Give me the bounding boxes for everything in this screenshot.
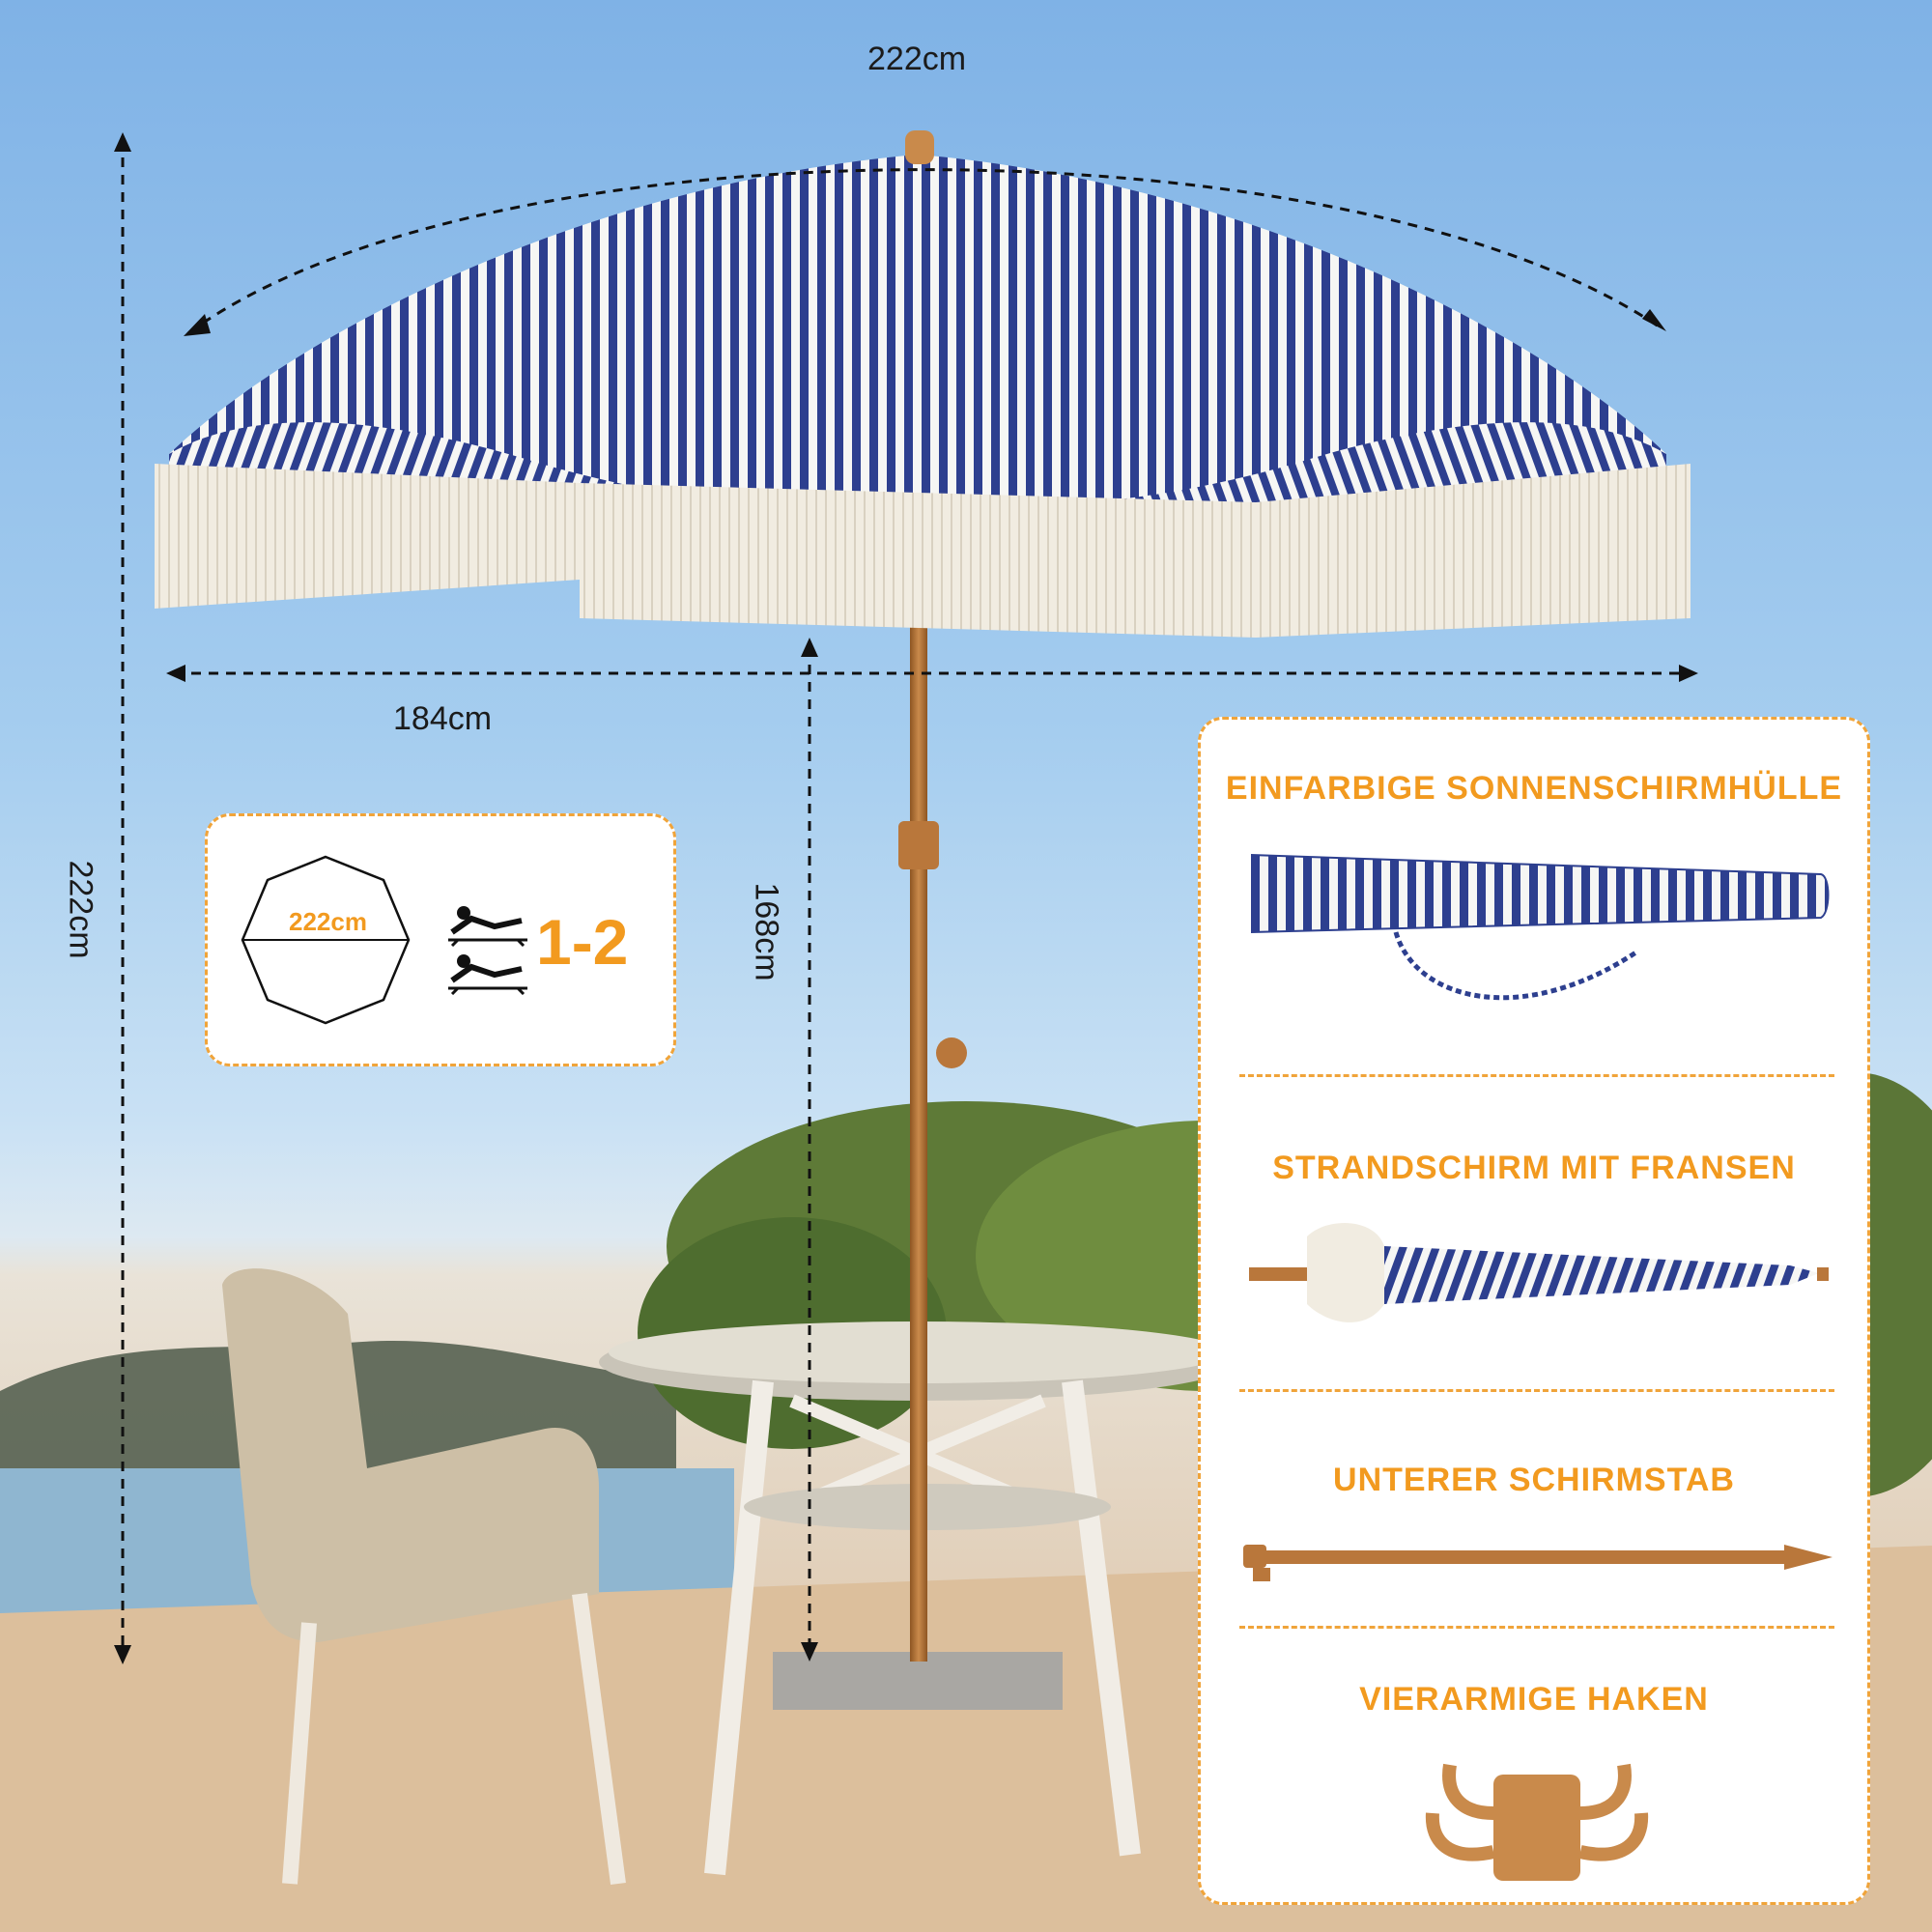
- lower-pole-image: [1243, 1545, 1833, 1581]
- section-title-fringe-umbrella: STRANDSCHIRM MIT FRANSEN: [1272, 1150, 1796, 1186]
- section-title-hooks: VIERARMIGE HAKEN: [1359, 1681, 1709, 1718]
- total-height-label: 222cm: [62, 860, 99, 959]
- section-divider: [1239, 1389, 1834, 1392]
- accessories-panel: EINFARBIGE SONNENSCHIRMHÜLLE STRANDSCHIR…: [1198, 717, 1870, 1905]
- sunbed-icon: [448, 954, 527, 995]
- canopy-arc-label: 222cm: [867, 41, 967, 77]
- capacity-label: 1-2: [536, 906, 629, 978]
- octagon-icon: [241, 855, 411, 1025]
- canopy-width-label: 184cm: [393, 700, 493, 737]
- section-divider: [1239, 1626, 1834, 1629]
- diameter-label: 222cm: [289, 907, 367, 936]
- sunbed-icon: [448, 906, 527, 947]
- folded-umbrella-image: [1249, 1223, 1829, 1322]
- section-title-cover: EINFARBIGE SONNENSCHIRMHÜLLE: [1225, 770, 1843, 807]
- four-arm-hook-image: [1425, 1763, 1649, 1881]
- pole-height-label: 168cm: [748, 882, 785, 981]
- umbrella-cover-image: [1251, 853, 1830, 1001]
- section-divider: [1239, 1074, 1834, 1077]
- section-title-lower-pole: UNTERER SCHIRMSTAB: [1333, 1462, 1735, 1498]
- size-info-box: 222cm 1-2: [205, 813, 676, 1066]
